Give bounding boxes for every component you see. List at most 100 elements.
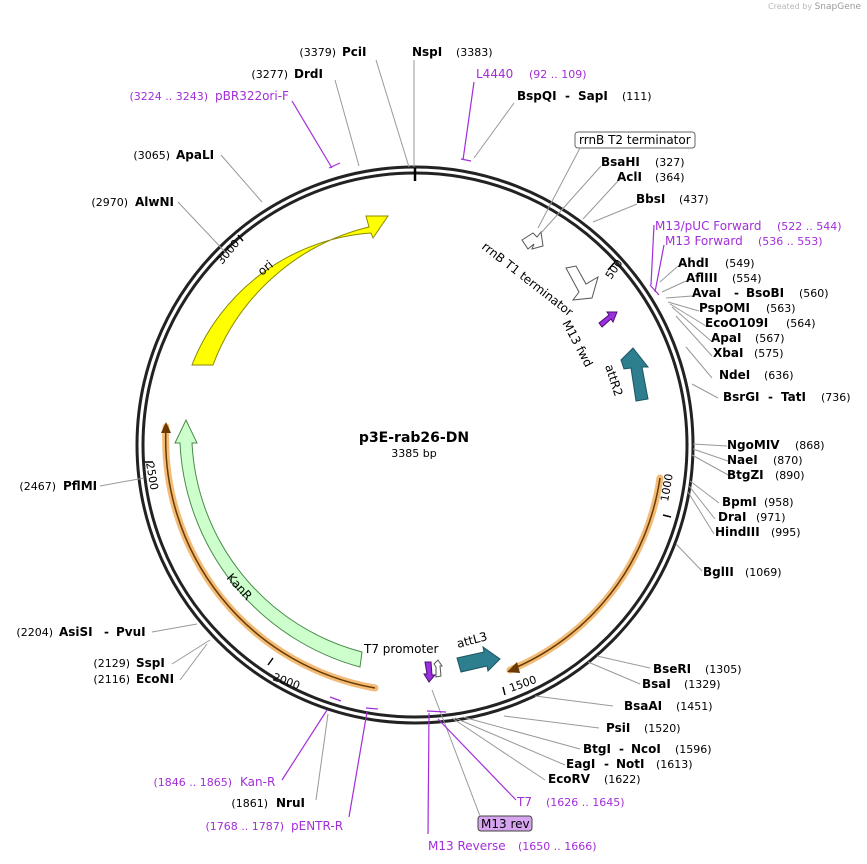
- site-label-econi[interactable]: (2116)EcoNI: [93, 672, 174, 686]
- feature-rrnb-t2[interactable]: [521, 230, 544, 250]
- primer-label-pentr-r[interactable]: (1768 .. 1787)pENTR-R: [205, 819, 343, 833]
- site-label-ecorv[interactable]: EcoRV(1622): [548, 772, 641, 786]
- svg-text:rrnB T2 terminator: rrnB T2 terminator: [579, 133, 691, 147]
- highlight-arrow-right: [507, 662, 520, 673]
- site-label-hindiii[interactable]: HindIII(995): [715, 525, 801, 539]
- site-label-avai-bsobi[interactable]: AvaI- BsoBI(560): [692, 286, 829, 300]
- svg-text:(870): (870): [773, 454, 803, 467]
- svg-text:-: -: [768, 390, 773, 404]
- site-label-ndei[interactable]: NdeI (636): [719, 368, 794, 382]
- svg-text:(1846 .. 1865): (1846 .. 1865): [153, 776, 232, 789]
- svg-text:SspI: SspI: [136, 656, 165, 670]
- svg-text:BpmI: BpmI: [722, 495, 757, 509]
- site-label-psii[interactable]: PsiI(1520): [606, 721, 681, 735]
- svg-text:(868): (868): [795, 439, 825, 452]
- svg-text:(1768 .. 1787): (1768 .. 1787): [205, 820, 284, 833]
- backbone-outer: [135, 165, 695, 725]
- primer-label-kan-r[interactable]: (1846 .. 1865)Kan-R: [153, 775, 275, 789]
- site-label-asisi-pvui[interactable]: (2204)AsiSI- PvuI: [16, 625, 145, 639]
- site-label-ngomiv[interactable]: NgoMIV(868): [727, 438, 825, 452]
- feature-t7-promoter[interactable]: T7 promoter: [363, 642, 443, 683]
- site-label-alwni[interactable]: (2970)AlwNI: [91, 195, 174, 209]
- svg-text:(1069): (1069): [745, 566, 782, 579]
- svg-text:(1861): (1861): [231, 797, 268, 810]
- site-label-xbai[interactable]: XbaI(575): [713, 346, 784, 360]
- scale-ticks: 500 1000 1500 2000 2500 3000: [143, 234, 676, 696]
- feature-m13-fwd[interactable]: M13 fwd: [559, 311, 618, 369]
- site-label-bsaai[interactable]: BsaAI(1451): [624, 699, 713, 713]
- feature-attl3[interactable]: attL3: [455, 629, 501, 673]
- svg-text:BseRI: BseRI: [653, 662, 691, 676]
- svg-text:(92 .. 109): (92 .. 109): [529, 68, 587, 81]
- svg-text:BtgI: BtgI: [583, 742, 611, 756]
- site-label-ecoo109i[interactable]: EcoO109I(564): [705, 316, 816, 330]
- svg-text:AflIII: AflIII: [686, 271, 718, 285]
- label-m13-rev[interactable]: M13 rev: [477, 815, 533, 832]
- svg-text:(2129): (2129): [93, 657, 130, 670]
- site-label-drdi[interactable]: (3277)DrdI: [251, 67, 323, 81]
- plasmid-length: 3385 bp: [391, 447, 436, 460]
- snapgene-watermark: Created by SnapGene: [768, 2, 861, 12]
- site-label-apai[interactable]: ApaI(567): [711, 331, 785, 345]
- site-label-bbsi[interactable]: BbsI(437): [636, 192, 709, 206]
- site-label-naei[interactable]: NaeI(870): [727, 453, 803, 467]
- site-label-pcii[interactable]: (3379)PciI: [299, 45, 366, 59]
- site-label-nrui[interactable]: (1861)NruI: [231, 796, 305, 810]
- highlight-arc-right-line: [509, 477, 661, 671]
- primer-label-m13-forward[interactable]: M13 Forward(536 .. 553): [665, 234, 823, 248]
- site-label-pflmi[interactable]: (2467)PflMI: [19, 479, 97, 493]
- feature-label-rrnb-t1: rrnB T1 terminator: [479, 239, 576, 319]
- site-label-btgi-ncoi[interactable]: BtgI- NcoI(1596): [583, 742, 712, 756]
- svg-text:BtgZI: BtgZI: [727, 468, 764, 482]
- primer-label-t7[interactable]: T7(1626 .. 1645): [516, 795, 625, 809]
- label-rrnb-t2-terminator[interactable]: rrnB T2 terminator: [574, 131, 696, 149]
- svg-text:(554): (554): [732, 272, 762, 285]
- site-label-bspqi-sapi[interactable]: BspQI- SapI(111): [517, 89, 652, 103]
- tick-3000: 3000: [214, 237, 242, 267]
- svg-text:-: -: [565, 89, 570, 103]
- svg-text:(1596): (1596): [675, 743, 712, 756]
- site-label-drai[interactable]: DraI(971): [718, 510, 786, 524]
- svg-text:(1451): (1451): [676, 700, 713, 713]
- primer-label-l4440[interactable]: L4440(92 .. 109): [476, 67, 587, 81]
- svg-text:(327): (327): [655, 156, 685, 169]
- svg-text:-: -: [734, 286, 739, 300]
- svg-text:(636): (636): [764, 369, 794, 382]
- svg-text:(3224 .. 3243): (3224 .. 3243): [129, 90, 208, 103]
- primer-label-pbr322ori-f[interactable]: (3224 .. 3243)pBR322ori-F: [129, 89, 289, 103]
- site-label-bseri[interactable]: BseRI(1305): [653, 662, 742, 676]
- site-label-bpmi[interactable]: BpmI(958): [722, 495, 794, 509]
- site-label-btgzi[interactable]: BtgZI(890): [727, 468, 805, 482]
- site-label-acli[interactable]: AclI(364): [617, 170, 685, 184]
- primer-label-m13-reverse[interactable]: M13 Reverse(1650 .. 1666): [428, 839, 597, 853]
- svg-text:ApaLI: ApaLI: [176, 148, 214, 162]
- site-label-pspomi[interactable]: PspOMI(563): [699, 301, 796, 315]
- site-label-ahdi[interactable]: AhdI(549): [678, 256, 755, 270]
- svg-text:EagI: EagI: [566, 757, 595, 771]
- svg-text:(549): (549): [725, 257, 755, 270]
- site-label-nspi[interactable]: NspI(3383): [412, 45, 493, 59]
- svg-text:(1622): (1622): [604, 773, 641, 786]
- svg-text:(575): (575): [754, 347, 784, 360]
- site-label-bsahi[interactable]: BsaHI (327): [601, 155, 685, 169]
- site-label-afliii[interactable]: AflIII (554): [686, 271, 762, 285]
- svg-text:(995): (995): [771, 526, 801, 539]
- site-label-eagi-noti[interactable]: EagI- NotI(1613): [566, 757, 693, 771]
- site-label-bsrgi-tati[interactable]: BsrGI- TatI(736): [723, 390, 851, 404]
- feature-label-t7-promoter: T7 promoter: [363, 642, 439, 656]
- svg-text:(1520): (1520): [644, 722, 681, 735]
- svg-text:(2970): (2970): [91, 196, 128, 209]
- highlight-arc-right: [506, 474, 664, 674]
- feature-rrnb-t1[interactable]: rrnB T1 terminator: [479, 239, 599, 319]
- svg-text:AsiSI: AsiSI: [59, 625, 93, 639]
- site-label-ssp-i[interactable]: (2129) SspI: [93, 656, 164, 670]
- svg-text:BsaHI: BsaHI: [601, 155, 640, 169]
- site-label-bglii[interactable]: BglII(1069): [703, 565, 782, 579]
- feature-label-attr2: attR2: [602, 363, 625, 398]
- site-label-bsai[interactable]: BsaI(1329): [642, 677, 721, 691]
- site-label-apali[interactable]: (3065)ApaLI: [133, 148, 214, 162]
- svg-text:NdeI: NdeI: [719, 368, 750, 382]
- feature-ori[interactable]: ori: [191, 215, 389, 366]
- feature-attr2[interactable]: attR2: [602, 347, 650, 402]
- primer-label-m13-puc-forward[interactable]: M13/pUC Forward(522 .. 544): [655, 219, 842, 233]
